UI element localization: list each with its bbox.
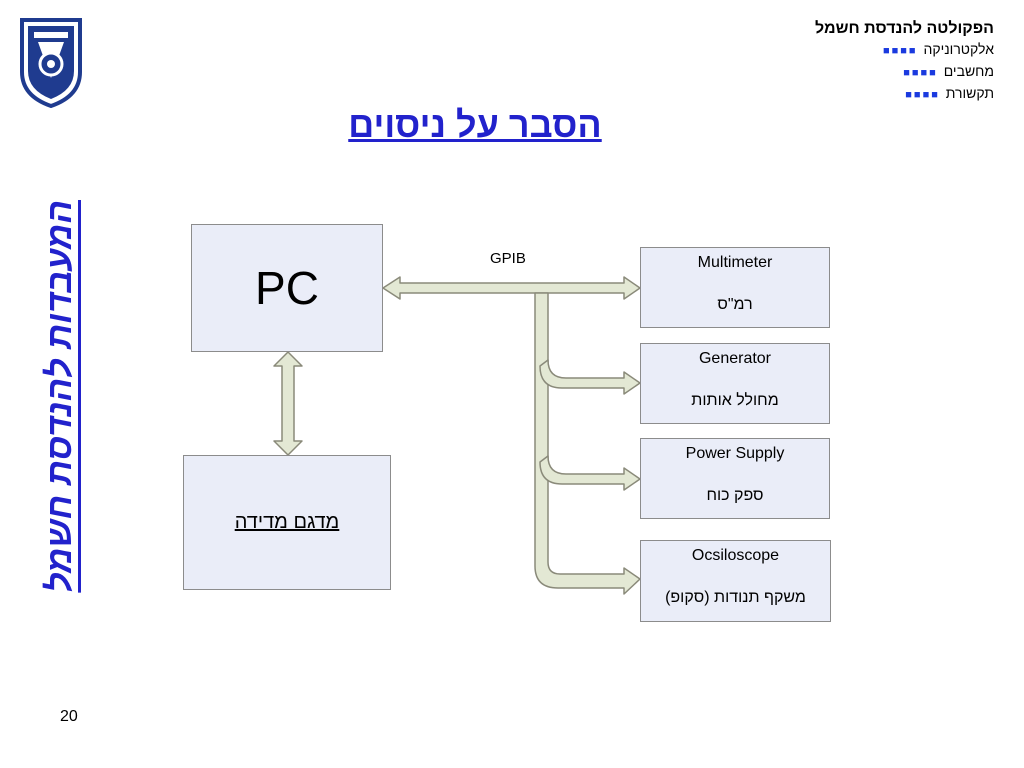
instrument-box-generator: Generator מחולל אותות — [640, 343, 830, 424]
instrument-name-en: Power Supply — [685, 445, 785, 462]
instrument-box-multimeter: Multimeter רמ"ס — [640, 247, 830, 328]
faculty-name: הפקולטה להנדסת חשמל — [815, 20, 994, 37]
pc-dut-arrow — [273, 351, 303, 456]
gpib-trunk — [534, 292, 641, 595]
instrument-name-he: רמ"ס — [717, 296, 753, 313]
dut-label: מדגם מדידה — [234, 511, 340, 533]
instrument-name-he: מחולל אותות — [691, 392, 779, 409]
faculty-header: הפקולטה להנדסת חשמל אלקטרוניקה ■■■■ מחשב… — [815, 20, 994, 104]
department-label: תקשורת — [945, 85, 994, 101]
instrument-name-en: Multimeter — [697, 254, 773, 271]
department-item: תקשורת ■■■■ — [815, 84, 994, 104]
technion-logo-icon — [20, 18, 82, 108]
department-item: אלקטרוניקה ■■■■ — [815, 40, 994, 60]
instrument-name-he: משקף תנודות (סקופ) — [665, 589, 806, 606]
department-marker: ■■■■ — [905, 89, 940, 101]
gpib-bus-arrow — [382, 276, 641, 300]
instrument-box-power-supply: Power Supply ספק כוח — [640, 438, 830, 519]
pc-label: PC — [255, 262, 319, 314]
gpib-label: GPIB — [490, 250, 526, 267]
branch-arrow-power-supply — [539, 455, 641, 491]
instrument-name-he: ספק כוח — [706, 487, 764, 504]
department-label: אלקטרוניקה — [923, 41, 994, 57]
department-label: מחשבים — [943, 63, 994, 79]
department-marker: ■■■■ — [903, 67, 938, 79]
instrument-name-en: Ocsiloscope — [691, 547, 780, 564]
page-number: 20 — [60, 708, 78, 725]
dut-box: מדגם מדידה — [183, 455, 391, 590]
branch-arrow-generator — [539, 359, 641, 395]
pc-box: PC — [191, 224, 383, 352]
department-item: מחשבים ■■■■ — [815, 62, 994, 82]
instrument-box-oscilloscope: Ocsiloscope משקף תנודות (סקופ) — [640, 540, 831, 622]
slide-title: הסבר על ניסוים — [348, 104, 602, 145]
instrument-name-en: Generator — [698, 350, 772, 367]
department-marker: ■■■■ — [883, 45, 918, 57]
